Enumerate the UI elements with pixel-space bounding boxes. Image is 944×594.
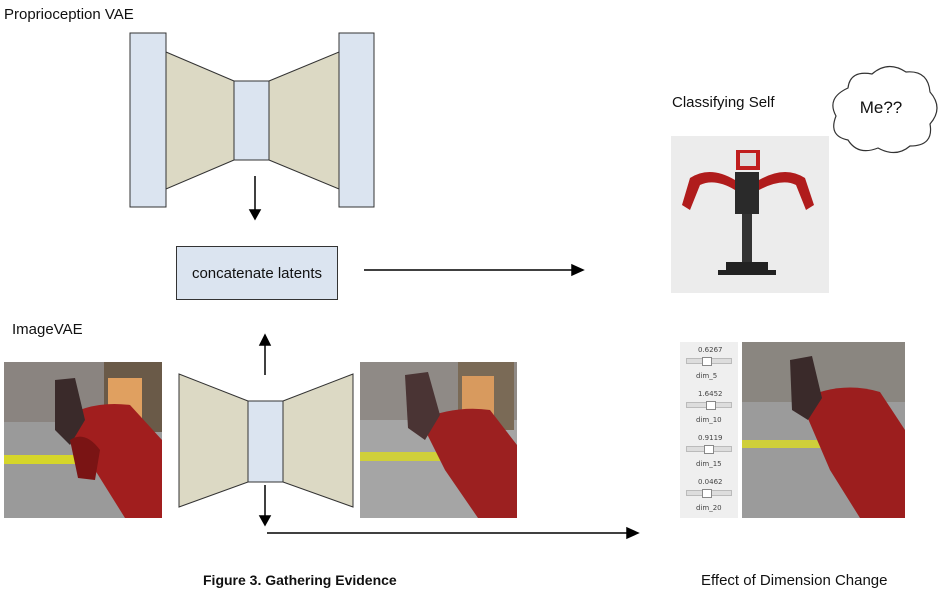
prop-latent-layer	[233, 80, 270, 161]
image-latent-layer	[247, 400, 284, 483]
concatenate-latents-box: concatenate latents	[176, 246, 338, 300]
thought-bubble-text: Me??	[859, 98, 903, 117]
slider-dim-label: dim_20	[696, 504, 722, 512]
slider-value: 0.9119	[698, 434, 723, 442]
image-vae-diagram	[178, 373, 354, 508]
slider-thumb[interactable]	[704, 445, 714, 454]
slider-track-dim-20[interactable]	[686, 489, 732, 498]
dimension-change-image	[742, 342, 905, 518]
prop-output-layer	[338, 32, 375, 208]
slider-value: 1.6452	[698, 390, 723, 398]
robot-self-image	[671, 136, 829, 293]
slider-track-dim-15[interactable]	[686, 445, 732, 454]
prop-input-layer	[129, 32, 167, 208]
slider-dim-label: dim_15	[696, 460, 722, 468]
proprioception-vae-title: Proprioception VAE	[4, 6, 134, 23]
prop-encoder-trapezoid	[165, 51, 235, 190]
reconstructed-camera-image	[360, 362, 517, 518]
image-decoder-trapezoid	[282, 373, 354, 508]
classifying-self-title: Classifying Self	[672, 94, 775, 111]
image-vae-title: ImageVAE	[12, 321, 83, 338]
slider-value: 0.6267	[698, 346, 723, 354]
effect-of-dimension-change-title: Effect of Dimension Change	[701, 572, 888, 589]
input-camera-image	[4, 362, 162, 518]
slider-thumb[interactable]	[702, 489, 712, 498]
slider-thumb[interactable]	[706, 401, 716, 410]
arrows	[248, 176, 640, 540]
proprioception-vae-diagram	[129, 32, 375, 208]
prop-decoder-trapezoid	[268, 51, 340, 190]
slider-dim-label: dim_5	[696, 372, 718, 380]
slider-track-dim-10[interactable]	[686, 401, 732, 410]
slider-thumb[interactable]	[702, 357, 712, 366]
image-encoder-trapezoid	[178, 373, 249, 508]
latent-slider-panel: 0.6267 dim_5 1.6452 dim_10 0.9119 dim_15…	[680, 342, 738, 518]
slider-dim-label: dim_10	[696, 416, 722, 424]
slider-track-dim-5[interactable]	[686, 357, 732, 366]
slider-value: 0.0462	[698, 478, 723, 486]
figure-caption: Figure 3. Gathering Evidence	[203, 572, 397, 588]
